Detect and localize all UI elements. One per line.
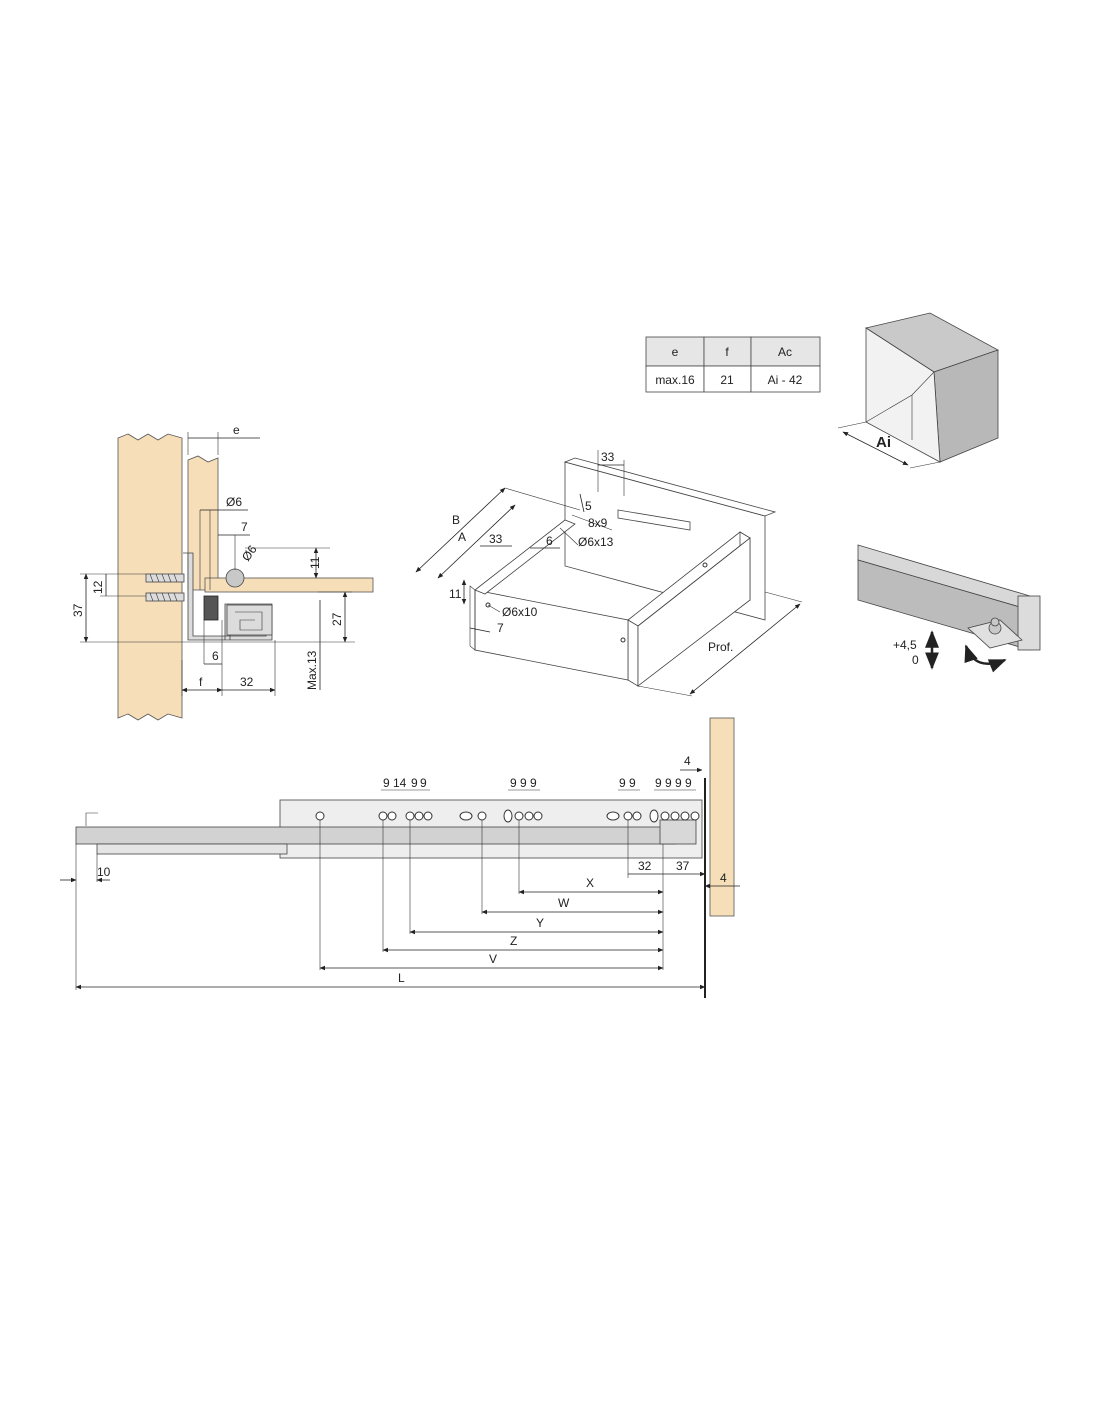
- spacing-9-j: 9: [665, 776, 672, 790]
- dim-z: Z: [510, 934, 517, 948]
- spacing-9-c: 9: [420, 776, 427, 790]
- dim-d6x13: Ø6x13: [578, 535, 614, 549]
- dim-v: V: [489, 952, 497, 966]
- runner-side-view: 9 14 9 9 9 9 9 9 9 9 9 9 9 4 4 10 32 37 …: [60, 717, 740, 998]
- dim-33-top: 33: [601, 450, 615, 464]
- dim-x: X: [586, 876, 594, 890]
- spacing-9-d: 9: [510, 776, 517, 790]
- spacing-9-i: 9: [655, 776, 662, 790]
- dim-37-runner: 37: [676, 859, 690, 873]
- spacing-9-l: 9: [685, 776, 692, 790]
- dim-depth: Prof.: [708, 640, 733, 654]
- dim-l: L: [398, 971, 405, 985]
- cross-section-view: e Ø6 7 Ø6 11 27 37 12 6 f 32 Max.13: [71, 423, 374, 721]
- spacing-9-g: 9: [619, 776, 626, 790]
- table-value-f: 21: [720, 373, 734, 387]
- dim-7: 7: [241, 520, 248, 534]
- adjust-zero: 0: [912, 653, 919, 667]
- cabinet-width-label: Ai: [876, 434, 891, 451]
- dim-max13: Max.13: [305, 650, 319, 690]
- dim-f: f: [199, 675, 203, 689]
- dim-d6x10: Ø6x10: [502, 605, 538, 619]
- adjust-plus: +4,5: [893, 638, 917, 652]
- table-header-e: e: [672, 345, 679, 359]
- dim-6: 6: [212, 649, 219, 663]
- dim-11: 11: [308, 556, 322, 569]
- spacing-9-e: 9: [520, 776, 527, 790]
- dim-33: 33: [489, 532, 503, 546]
- table-value-ac: Ai - 42: [768, 373, 803, 387]
- dim-4-right: 4: [720, 871, 727, 885]
- spacing-14: 14: [393, 776, 407, 790]
- dimension-table: e f Ac max.16 21 Ai - 42: [645, 336, 821, 393]
- dim-e: e: [233, 423, 240, 437]
- table-header-f: f: [725, 345, 729, 359]
- dim-37: 37: [71, 603, 85, 617]
- spacing-9-b: 9: [411, 776, 418, 790]
- table-header-ac: Ac: [778, 345, 792, 359]
- dim-27: 27: [330, 612, 344, 626]
- cabinet-illustration: Ai: [837, 312, 999, 469]
- spacing-9-f: 9: [530, 776, 537, 790]
- dim-a: A: [458, 530, 466, 544]
- rotate-arrow-icon: [964, 644, 1007, 673]
- dim-7-drawer: 7: [497, 621, 504, 635]
- dim-8x9: 8x9: [588, 516, 608, 530]
- dim-11-drawer: 11: [449, 587, 462, 601]
- dim-d6-hole: Ø6: [226, 495, 242, 509]
- dim-32: 32: [240, 675, 254, 689]
- table-value-e: max.16: [655, 373, 695, 387]
- dim-6-drawer: 6: [546, 534, 553, 548]
- height-adjuster-view: +4,5 0: [857, 544, 1041, 673]
- spacing-9-k: 9: [675, 776, 682, 790]
- dim-12: 12: [91, 580, 105, 594]
- dim-5: 5: [585, 499, 592, 513]
- dim-32-runner: 32: [638, 859, 652, 873]
- spacing-9-h: 9: [629, 776, 636, 790]
- dim-d6-rotated: Ø6: [239, 542, 260, 563]
- dim-w: W: [558, 896, 570, 910]
- screw-icon: [145, 592, 185, 602]
- dim-4-top: 4: [684, 754, 691, 768]
- dim-y: Y: [536, 916, 544, 930]
- spacing-9-a: 9: [383, 776, 390, 790]
- dim-b: B: [452, 513, 460, 527]
- screw-icon: [145, 573, 185, 583]
- dim-10: 10: [97, 865, 111, 879]
- drawer-isometric-view: B A 33 5 8x9 Ø6x13 33 6 11 Ø6x10 7 Prof.: [415, 450, 803, 697]
